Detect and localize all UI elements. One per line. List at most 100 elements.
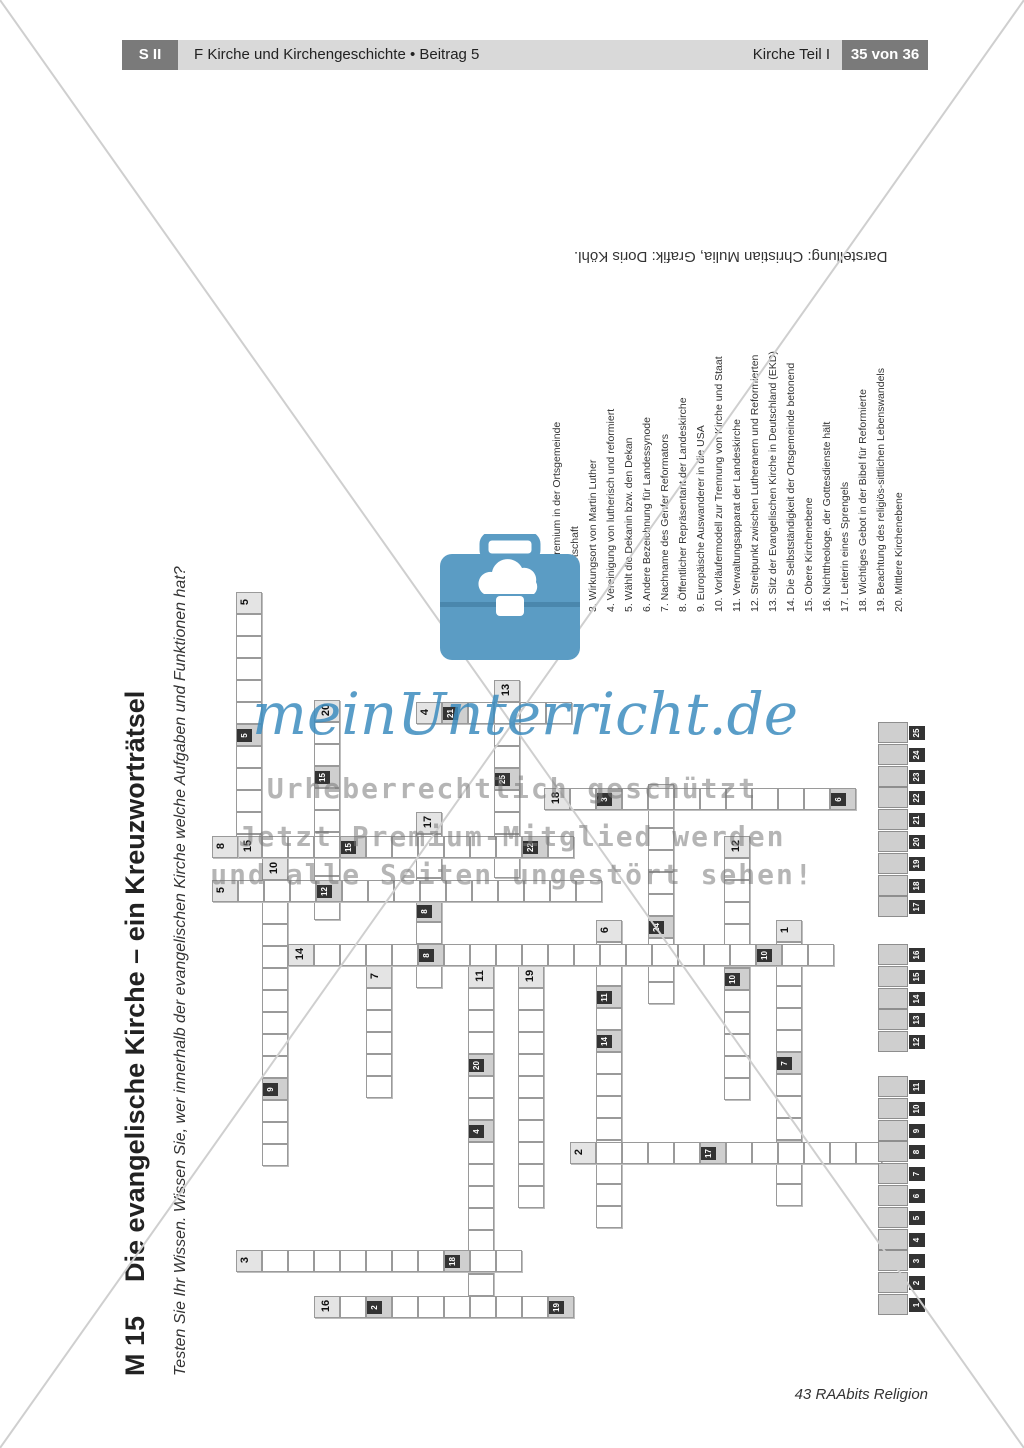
crossword-cell[interactable] <box>518 1120 544 1142</box>
crossword-cell[interactable] <box>596 1096 622 1118</box>
crossword-cell[interactable] <box>366 1010 392 1032</box>
solution-cell[interactable] <box>878 944 908 965</box>
crossword-cell[interactable] <box>366 1250 392 1272</box>
crossword-cell[interactable] <box>522 1296 548 1318</box>
solution-cell[interactable] <box>878 1228 908 1250</box>
crossword-cell[interactable] <box>626 944 652 966</box>
crossword-cell[interactable] <box>392 1296 418 1318</box>
crossword-cell[interactable] <box>496 944 522 966</box>
crossword-cell[interactable] <box>518 1010 544 1032</box>
crossword-cell[interactable] <box>596 1206 622 1228</box>
solution-cell[interactable] <box>878 1076 908 1097</box>
crossword-cell[interactable] <box>596 1142 622 1164</box>
crossword-cell[interactable] <box>314 944 340 966</box>
crossword-cell[interactable] <box>288 944 314 966</box>
crossword-cell[interactable] <box>236 614 262 636</box>
crossword-cell[interactable] <box>704 944 730 966</box>
crossword-cell[interactable] <box>518 1164 544 1186</box>
solution-cell[interactable] <box>878 1009 908 1031</box>
crossword-cell[interactable] <box>724 1078 750 1100</box>
crossword-cell[interactable] <box>724 902 750 924</box>
solution-cell[interactable] <box>878 1031 908 1053</box>
crossword-cell[interactable] <box>468 1098 494 1120</box>
crossword-cell[interactable] <box>468 1274 494 1296</box>
crossword-cell[interactable] <box>548 1296 574 1318</box>
crossword-cell[interactable] <box>752 1142 778 1164</box>
crossword-cell[interactable] <box>262 968 288 990</box>
crossword-cell[interactable] <box>830 1142 856 1164</box>
crossword-cell[interactable] <box>262 902 288 924</box>
crossword-cell[interactable] <box>236 592 262 614</box>
crossword-cell[interactable] <box>416 966 442 988</box>
crossword-cell[interactable] <box>262 1144 288 1166</box>
crossword-cell[interactable] <box>776 1162 802 1184</box>
crossword-cell[interactable] <box>468 1186 494 1208</box>
crossword-cell[interactable] <box>340 1250 366 1272</box>
crossword-cell[interactable] <box>416 922 442 944</box>
crossword-cell[interactable] <box>648 894 674 916</box>
crossword-cell[interactable] <box>392 944 418 966</box>
crossword-cell[interactable] <box>468 1076 494 1098</box>
crossword-cell[interactable] <box>726 1142 752 1164</box>
crossword-cell[interactable] <box>622 1142 648 1164</box>
crossword-cell[interactable] <box>262 1250 288 1272</box>
crossword-cell[interactable] <box>366 1032 392 1054</box>
crossword-cell[interactable] <box>314 1250 340 1272</box>
crossword-cell[interactable] <box>366 1076 392 1098</box>
crossword-cell[interactable] <box>468 1032 494 1054</box>
crossword-cell[interactable] <box>548 944 574 966</box>
crossword-cell[interactable] <box>262 1122 288 1144</box>
crossword-cell[interactable] <box>340 944 366 966</box>
crossword-cell[interactable] <box>366 944 392 966</box>
crossword-cell[interactable] <box>724 1012 750 1034</box>
crossword-cell[interactable] <box>262 946 288 968</box>
crossword-cell[interactable] <box>288 1250 314 1272</box>
crossword-cell[interactable] <box>468 1208 494 1230</box>
crossword-cell[interactable] <box>596 920 622 942</box>
crossword-cell[interactable] <box>518 988 544 1010</box>
solution-cell[interactable] <box>878 1185 908 1206</box>
crossword-cell[interactable] <box>724 1056 750 1078</box>
crossword-cell[interactable] <box>392 1250 418 1272</box>
crossword-cell[interactable] <box>470 1296 496 1318</box>
crossword-cell[interactable] <box>518 1032 544 1054</box>
crossword-cell[interactable] <box>782 944 808 966</box>
crossword-cell[interactable] <box>366 1296 392 1318</box>
crossword-cell[interactable] <box>674 1142 700 1164</box>
crossword-cell[interactable] <box>724 990 750 1012</box>
crossword-cell[interactable] <box>776 1118 802 1140</box>
crossword-cell[interactable] <box>570 1142 596 1164</box>
crossword-cell[interactable] <box>468 1054 494 1076</box>
crossword-cell[interactable] <box>236 1250 262 1272</box>
crossword-cell[interactable] <box>648 1142 674 1164</box>
crossword-cell[interactable] <box>418 1250 444 1272</box>
crossword-cell[interactable] <box>596 1162 622 1184</box>
crossword-cell[interactable] <box>678 944 704 966</box>
crossword-cell[interactable] <box>262 1056 288 1078</box>
solution-cell[interactable] <box>878 1141 908 1163</box>
crossword-cell[interactable] <box>724 968 750 990</box>
crossword-cell[interactable] <box>262 1034 288 1056</box>
crossword-cell[interactable] <box>468 1142 494 1164</box>
crossword-cell[interactable] <box>314 1296 340 1318</box>
crossword-cell[interactable] <box>468 988 494 1010</box>
crossword-cell[interactable] <box>596 1030 622 1052</box>
crossword-cell[interactable] <box>724 924 750 946</box>
solution-cell[interactable] <box>878 1272 908 1294</box>
crossword-cell[interactable] <box>262 990 288 1012</box>
crossword-cell[interactable] <box>236 658 262 680</box>
crossword-cell[interactable] <box>776 1184 802 1206</box>
crossword-cell[interactable] <box>470 944 496 966</box>
crossword-cell[interactable] <box>776 986 802 1008</box>
crossword-cell[interactable] <box>808 944 834 966</box>
crossword-cell[interactable] <box>596 1184 622 1206</box>
crossword-cell[interactable] <box>470 1250 496 1272</box>
crossword-cell[interactable] <box>444 1250 470 1272</box>
crossword-cell[interactable] <box>856 1142 882 1164</box>
crossword-cell[interactable] <box>236 636 262 658</box>
crossword-cell[interactable] <box>418 1296 444 1318</box>
crossword-cell[interactable] <box>756 944 782 966</box>
crossword-cell[interactable] <box>596 1052 622 1074</box>
crossword-cell[interactable] <box>518 1054 544 1076</box>
crossword-cell[interactable] <box>418 944 444 966</box>
